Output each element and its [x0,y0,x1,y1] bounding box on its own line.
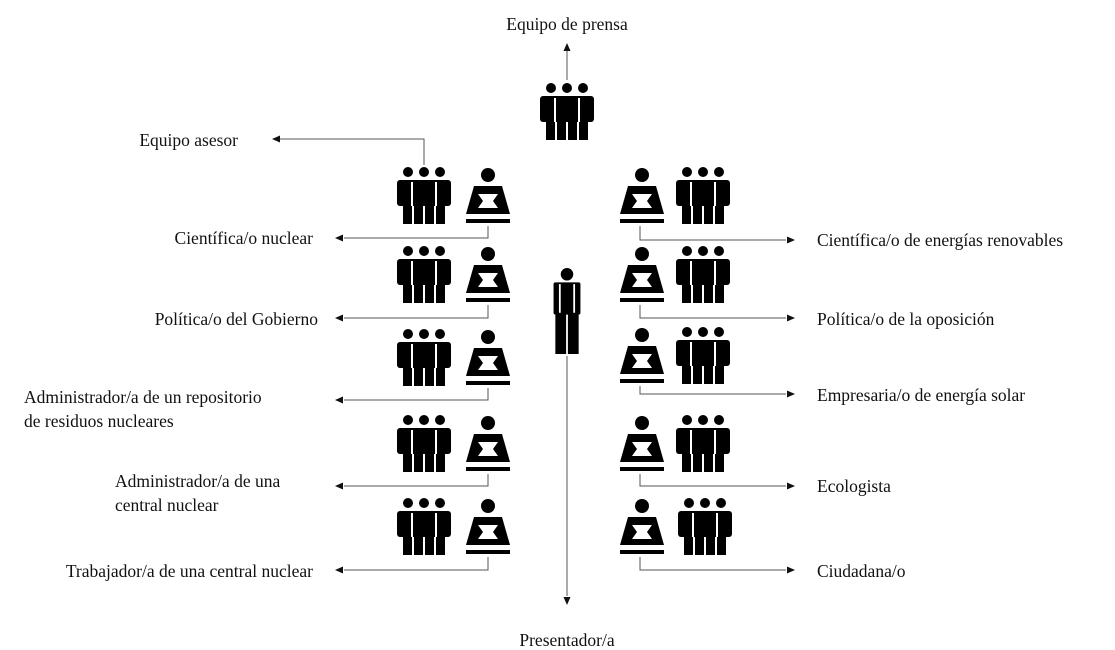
advisor-team-label: Equipo asesor [139,130,238,150]
team-icon [397,415,451,472]
left-role-label: Trabajador/a de una central nuclear [66,561,313,581]
arrow-down-icon [563,597,571,605]
team-icon [676,415,730,472]
arrow-left-icon [335,234,343,242]
left-connector-4 [344,474,489,487]
advisor-team-icon [397,167,451,224]
press-team-label: Equipo de prensa [506,14,628,34]
arrow-right-icon [787,236,795,244]
right-role-4 [620,415,730,472]
presenter-person-icon [553,268,581,354]
arrow-left-icon [335,396,343,404]
advisor-connector [280,138,425,165]
left-connector-1 [344,226,489,239]
right-role-label: Empresaria/o de energía solar [817,385,1025,405]
arrow-right-icon [787,482,795,490]
press-team-icon [540,83,594,140]
team-icon [397,246,451,303]
speaker-icon [620,328,664,383]
left-role-2 [397,329,510,386]
team-icon [676,246,730,303]
left-role-label: central nuclear [115,495,219,515]
right-roles: Científica/o de energías renovables Polí… [620,167,1063,581]
speaker-icon [466,330,510,385]
left-role-label: de residuos nucleares [24,411,174,431]
team-icon [676,327,730,384]
left-role-3 [397,415,510,472]
team-icon [397,498,451,555]
arrow-left-icon [272,135,280,143]
center-column: Equipo de prensa Presentador/a [506,14,628,650]
left-role-label: Administrador/a de un repositorio [24,387,262,407]
right-role-1 [620,167,730,224]
arrow-left-icon [335,482,343,490]
arrow-right-icon [787,314,795,322]
right-role-label: Ciudadana/o [817,561,906,581]
right-role-3 [620,327,730,384]
presenter-label: Presentador/a [519,630,614,650]
right-role-label: Ecologista [817,476,891,496]
right-connector-5 [639,557,786,571]
right-connector-1 [639,226,786,241]
right-role-5 [620,498,732,555]
left-connector-2 [344,305,489,319]
right-role-label: Política/o de la oposición [817,309,995,329]
speaker-icon [620,168,664,223]
advisor-speaker-icon [466,168,510,223]
left-role-label: Política/o del Gobierno [155,309,319,329]
right-role-label: Científica/o de energías renovables [817,230,1063,250]
arrow-up-icon [563,43,571,51]
right-connector-4 [639,474,786,487]
advisor-team-group: Equipo asesor [139,130,510,224]
arrow-left-icon [335,314,343,322]
arrow-right-icon [787,390,795,398]
arrow-left-icon [335,566,343,574]
team-icon [678,498,732,555]
left-connector-3 [344,388,489,401]
left-role-label: Científica/o nuclear [175,228,314,248]
team-icon [397,329,451,386]
left-role-label: Administrador/a de una [115,471,280,491]
speaker-icon [620,247,664,302]
arrow-right-icon [787,566,795,574]
team-icon [676,167,730,224]
left-roles: Científica/o nuclear Política/o del Gobi… [24,226,510,581]
speaker-icon [620,416,664,471]
speaker-icon [466,499,510,554]
speaker-icon [620,499,664,554]
right-role-2 [620,246,730,303]
speaker-icon [466,416,510,471]
right-connector-3 [639,386,786,395]
left-connector-5 [344,557,489,571]
left-role-1 [397,246,510,303]
speaker-icon [466,247,510,302]
left-role-4 [397,498,510,555]
right-connector-2 [639,305,786,319]
